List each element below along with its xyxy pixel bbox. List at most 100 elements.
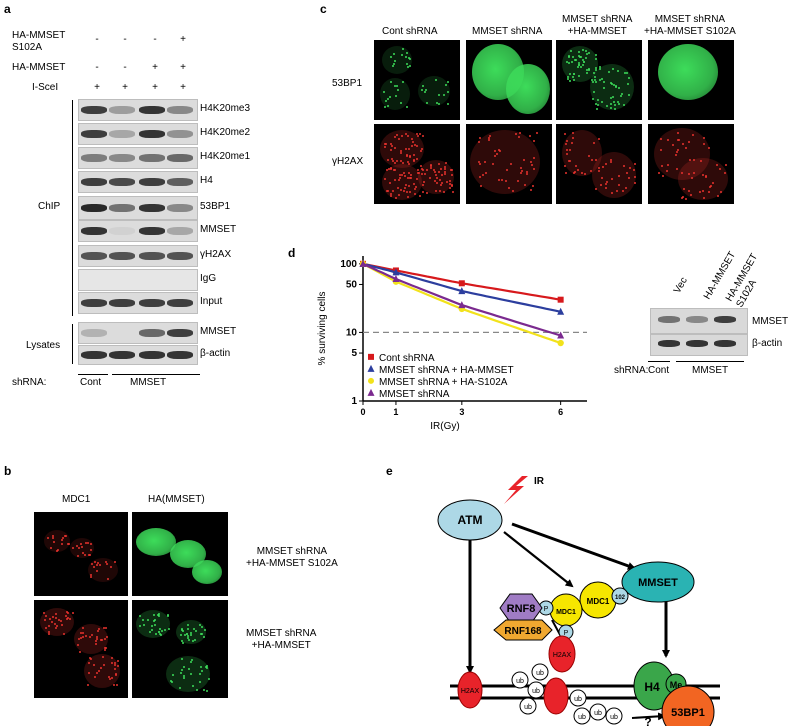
micrograph-image <box>132 512 228 596</box>
legend-label: MMSET shRNA + HA-MMSET <box>379 365 514 376</box>
svg-text:53BP1: 53BP1 <box>671 707 705 719</box>
panel-d-label: d <box>288 246 296 260</box>
x-tick-label: 1 <box>393 407 398 417</box>
blot-band <box>109 329 135 337</box>
blot-label: IgG <box>200 273 217 284</box>
blot-band <box>139 329 165 337</box>
blot-band <box>81 178 107 186</box>
condition-sign: - <box>123 34 127 45</box>
legend-marker <box>368 353 374 360</box>
y-tick-label: 10 <box>346 327 358 338</box>
d-label-actin: β-actin <box>752 338 783 349</box>
micrograph-image <box>556 124 642 204</box>
blot-band <box>167 252 193 260</box>
legend-label: MMSET shRNA <box>379 389 450 400</box>
condition-label-ha-mmset: HA-MMSET <box>12 62 66 73</box>
blot-label: H4K20me3 <box>200 103 251 114</box>
micrograph-image <box>648 40 734 120</box>
c-col-4: MMSET shRNA +HA-MMSET S102A <box>644 14 736 37</box>
micrograph-image <box>648 124 734 204</box>
condition-sign: + <box>180 62 186 73</box>
blot-band <box>109 106 135 114</box>
svg-text:H2AX: H2AX <box>461 688 480 695</box>
c-row-53bp1: 53BP1 <box>332 78 363 89</box>
blot-band <box>139 227 165 235</box>
svg-text:MMSET: MMSET <box>638 577 678 589</box>
panel-e-label: e <box>386 464 393 478</box>
blot-strip <box>78 99 198 121</box>
d-shrna-mmset-line <box>676 361 744 362</box>
c-col-1: Cont shRNA <box>382 26 438 37</box>
svg-text:ub: ub <box>516 678 524 685</box>
h2ax-node-2 <box>548 635 576 673</box>
svg-text:MDC1: MDC1 <box>556 609 576 616</box>
d-shrna-label: shRNA: <box>614 365 649 376</box>
condition-sign: + <box>152 82 158 93</box>
svg-text:P: P <box>564 630 569 637</box>
d-lane-vec: Vec <box>672 275 690 296</box>
lysates-bracket <box>72 324 73 364</box>
blot-strip <box>78 269 198 291</box>
chip-bracket <box>72 100 73 316</box>
micrograph-image <box>466 40 552 120</box>
legend-marker <box>367 388 375 396</box>
blot-band <box>167 299 193 307</box>
blot-band <box>139 130 165 138</box>
blot-band <box>109 227 135 235</box>
blot-band <box>81 154 107 162</box>
blot-band <box>81 130 107 138</box>
blot-strip <box>78 171 198 193</box>
atm-node <box>437 499 503 541</box>
condition-sign: - <box>153 34 157 45</box>
c-col-3: MMSET shRNA +HA-MMSET <box>562 14 633 37</box>
blot-band <box>109 351 135 359</box>
legend-marker <box>367 364 375 372</box>
blot-band <box>167 154 193 162</box>
blot-band <box>167 178 193 186</box>
blot-label: β-actin <box>200 348 231 359</box>
panel-c-label: c <box>320 2 327 16</box>
data-point <box>458 301 466 309</box>
data-point <box>458 287 466 295</box>
legend-marker <box>368 377 374 384</box>
d-shrna-cont-line <box>648 361 670 362</box>
blot-band <box>139 299 165 307</box>
ir-label: IR <box>534 476 545 487</box>
condition-sign: - <box>95 34 99 45</box>
d-shrna-mmset: MMSET <box>692 365 729 376</box>
data-point <box>392 268 400 276</box>
shrna-label: shRNA: <box>12 377 47 388</box>
blot-band <box>167 106 193 114</box>
shrna-mmset-line <box>112 374 200 375</box>
blot-label: H4 <box>200 175 213 186</box>
b-row-1: MMSET shRNA +HA-MMSET S102A <box>246 546 338 569</box>
blot-band <box>139 106 165 114</box>
d-label-mmset: MMSET <box>752 316 789 327</box>
blot-band <box>139 178 165 186</box>
lightning-icon <box>504 476 528 504</box>
svg-text:ub: ub <box>536 670 544 677</box>
blot-strip <box>78 292 198 314</box>
blot-band <box>109 252 135 260</box>
pathway-diagram: IR ATM MMSET MDC1 102 MDC1 P RNF8 RNF168… <box>437 476 720 726</box>
svg-text:Me: Me <box>670 680 683 690</box>
blot-band <box>81 252 107 260</box>
condition-sign: + <box>122 82 128 93</box>
d-blot-band <box>714 316 736 323</box>
blot-strip <box>78 147 198 169</box>
svg-text:P: P <box>544 606 549 613</box>
blot-band <box>109 299 135 307</box>
blot-band <box>167 130 193 138</box>
h2ax-node-3 <box>543 677 569 715</box>
ub-chain <box>511 663 623 725</box>
data-point <box>359 259 367 267</box>
blot-band <box>81 351 107 359</box>
x-axis-label: IR(Gy) <box>430 421 459 432</box>
d-blot-band <box>714 340 736 347</box>
micrograph-image <box>132 600 228 698</box>
condition-label-isce1: I-SceI <box>32 82 59 93</box>
h2ax-node-1 <box>457 671 483 709</box>
series-line <box>362 262 561 337</box>
blot-band <box>109 178 135 186</box>
blot-band <box>81 204 107 212</box>
